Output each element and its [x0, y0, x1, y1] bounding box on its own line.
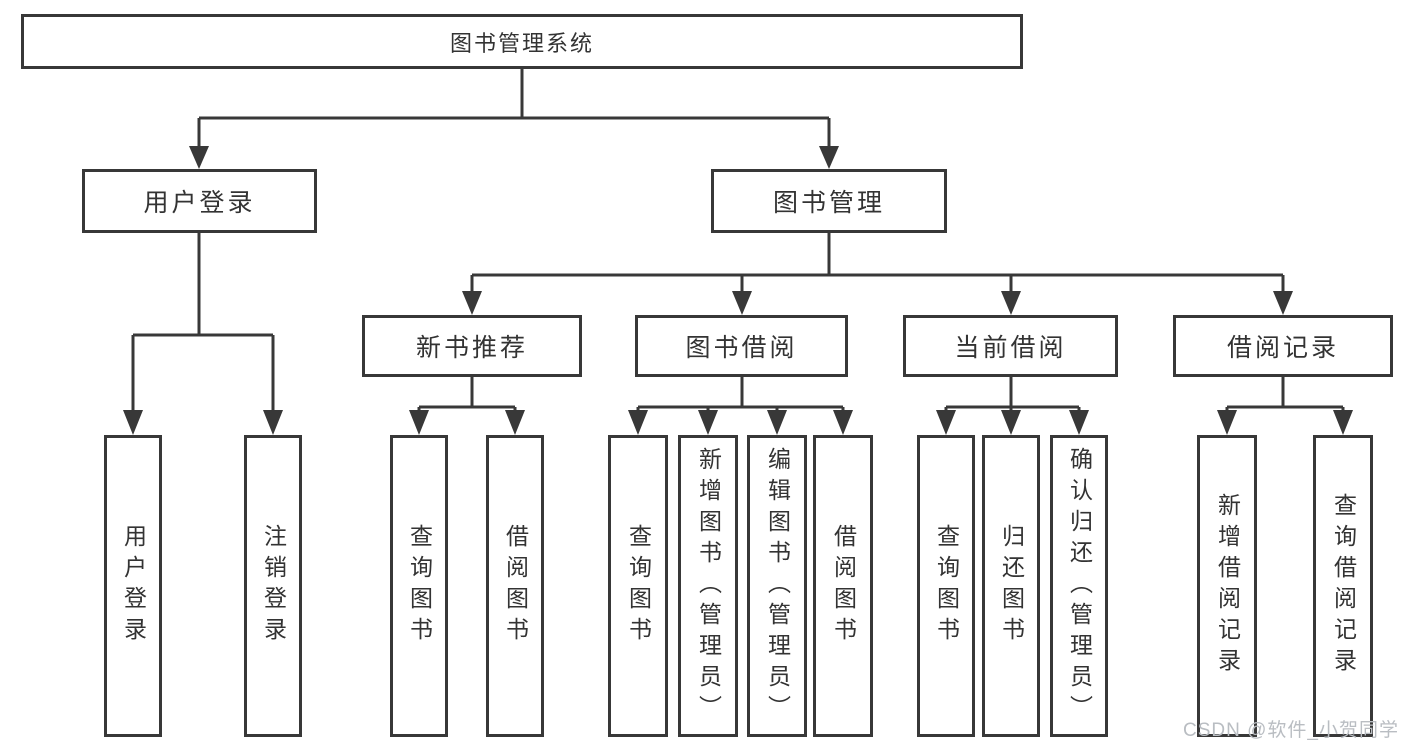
leaf-label: 归还图书: [998, 524, 1025, 648]
node-book-management: 图书管理: [711, 169, 947, 233]
leaf-add-borrow-record: 新增借阅记录: [1197, 435, 1257, 737]
node-new-book-recommend: 新书推荐: [362, 315, 582, 377]
leaf-query-borrow-record: 查询借阅记录: [1313, 435, 1373, 737]
leaf-edit-book-admin: 编辑图书（管理员）: [747, 435, 807, 737]
leaf-add-book-admin: 新增图书（管理员）: [678, 435, 738, 737]
leaf-label: 查询借阅记录: [1330, 493, 1357, 679]
leaf-borrow-books: 借阅图书: [813, 435, 873, 737]
leaf-label: 编辑图书（管理员）: [764, 446, 791, 726]
leaf-label: 确认归还（管理员）: [1066, 446, 1093, 726]
leaf-label: 查询图书: [406, 524, 433, 648]
node-current-borrowing: 当前借阅: [903, 315, 1118, 377]
leaf-label: 新增图书（管理员）: [695, 446, 722, 726]
leaf-user-login: 用户登录: [104, 435, 162, 737]
node-library-system: 图书管理系统: [21, 14, 1023, 69]
leaf-logout: 注销登录: [244, 435, 302, 737]
leaf-return-book: 归还图书: [982, 435, 1040, 737]
node-book-borrowing: 图书借阅: [635, 315, 848, 377]
leaf-label: 新增借阅记录: [1214, 493, 1241, 679]
leaf-borrow-books: 借阅图书: [486, 435, 544, 737]
leaf-label: 借阅图书: [830, 524, 857, 648]
leaf-confirm-return-admin: 确认归还（管理员）: [1050, 435, 1108, 737]
node-borrow-records: 借阅记录: [1173, 315, 1393, 377]
leaf-label: 借阅图书: [502, 524, 529, 648]
leaf-query-books: 查询图书: [608, 435, 668, 737]
node-user-login: 用户登录: [82, 169, 317, 233]
leaf-label: 查询图书: [625, 524, 652, 648]
leaf-label: 查询图书: [933, 524, 960, 648]
watermark: CSDN @软件_小贺同学: [1183, 720, 1399, 741]
leaf-query-books: 查询图书: [390, 435, 448, 737]
arrowheads: [123, 146, 1353, 435]
leaf-label: 用户登录: [120, 524, 147, 648]
leaf-label: 注销登录: [260, 524, 287, 648]
leaf-query-books: 查询图书: [917, 435, 975, 737]
